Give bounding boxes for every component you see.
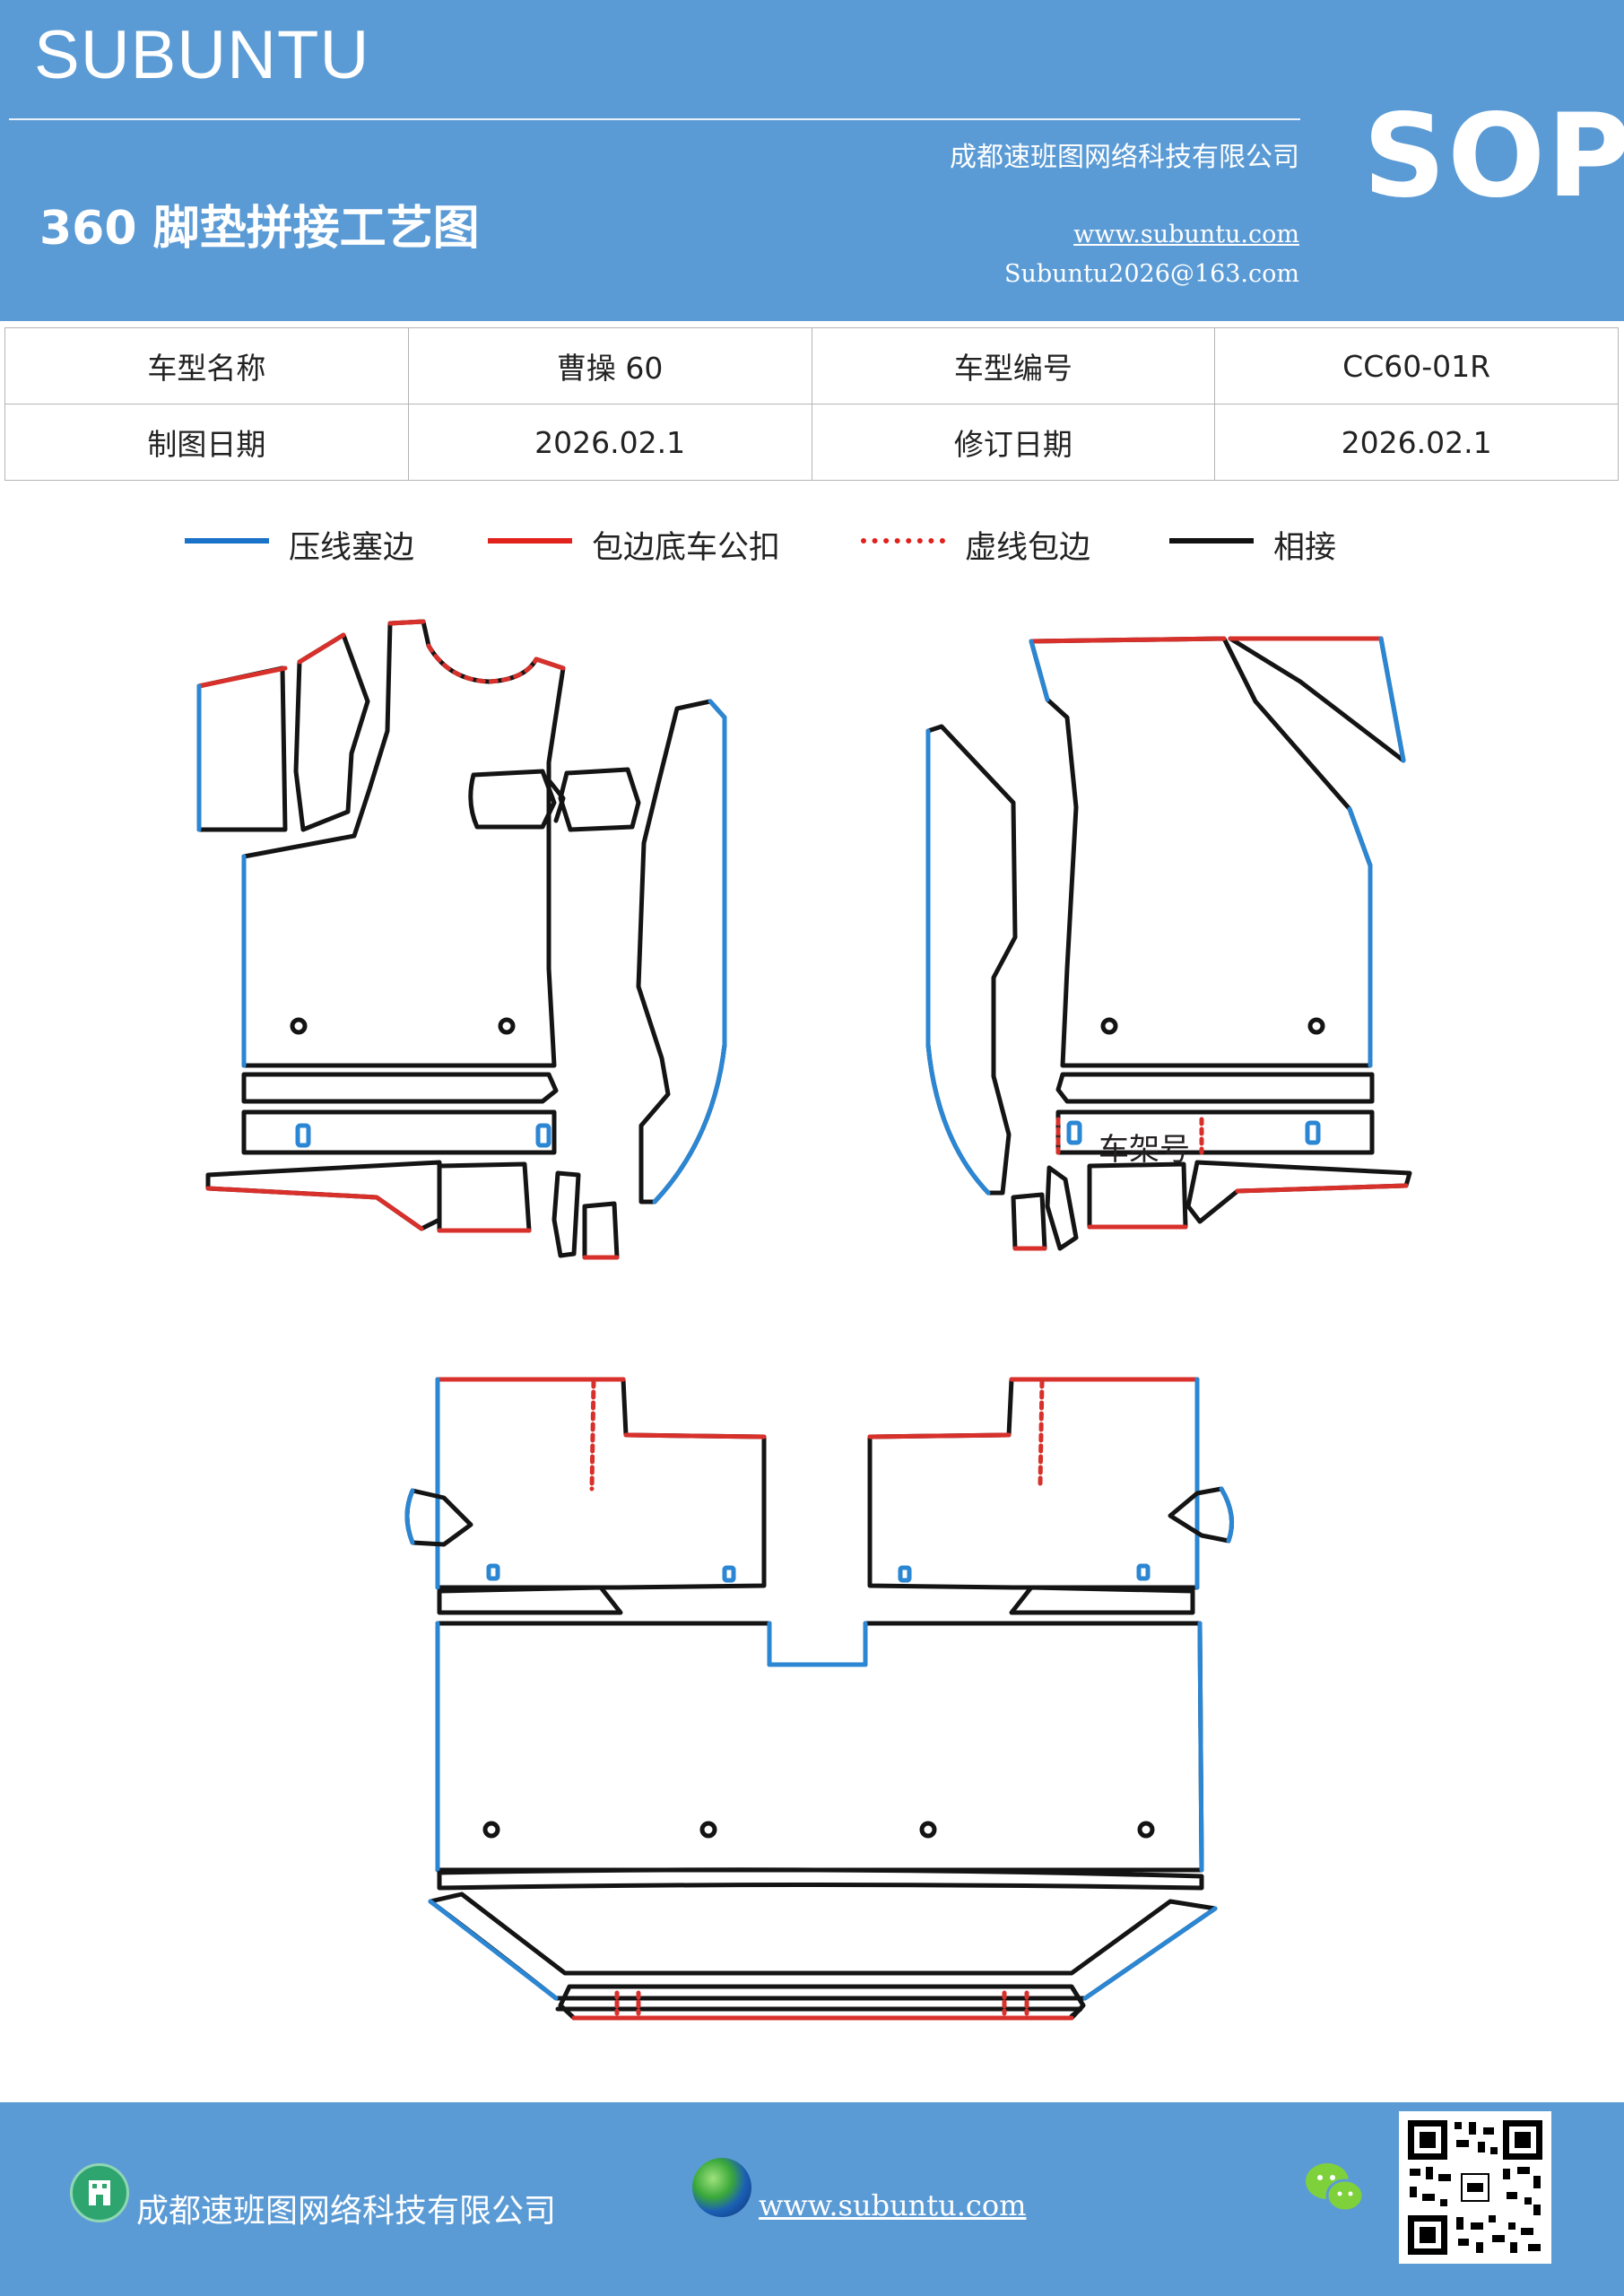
legend-swatch-red bbox=[488, 538, 572, 544]
legend-swatch-black bbox=[1169, 538, 1254, 544]
website-link[interactable]: www.subuntu.com bbox=[1073, 221, 1299, 248]
vehicle-info-table: 车型名称 曹操 60 车型编号 CC60-01R 制图日期 2026.02.1 … bbox=[4, 327, 1619, 481]
email-address: Subuntu2026@163.com bbox=[1004, 260, 1299, 288]
frame-number-label: 车架号 bbox=[1099, 1132, 1190, 1168]
sop-badge: SOP bbox=[1363, 90, 1624, 223]
footer-company-name: 成都速班图网络科技有限公司 bbox=[136, 2193, 557, 2230]
table-cell: 车型编号 bbox=[811, 327, 1216, 404]
legend-swatch-red-dotted bbox=[861, 538, 945, 544]
footer-website-link[interactable]: www.subuntu.com bbox=[759, 2188, 1027, 2222]
legend-label: 压线塞边 bbox=[289, 530, 415, 566]
front-right-mat bbox=[925, 636, 1412, 1251]
table-cell: 修订日期 bbox=[811, 404, 1216, 481]
header-divider bbox=[9, 118, 1300, 120]
footer-banner: 成都速班图网络科技有限公司 www.subuntu.com bbox=[0, 2102, 1624, 2296]
header-banner: SUBUNTU 360 脚垫拼接工艺图 成都速班图网络科技有限公司 www.su… bbox=[0, 0, 1624, 321]
table-row: 制图日期 2026.02.1 修订日期 2026.02.1 bbox=[4, 404, 1619, 481]
floor-mat-diagram: 车架号 bbox=[196, 619, 1412, 2021]
table-cell: 曹操 60 bbox=[407, 327, 812, 404]
page-title: 360 脚垫拼接工艺图 bbox=[39, 202, 480, 256]
legend-label: 相接 bbox=[1273, 530, 1337, 566]
legend-label: 虚线包边 bbox=[965, 530, 1091, 566]
legend-swatch-blue bbox=[185, 538, 269, 544]
globe-icon bbox=[692, 2158, 751, 2217]
company-name: 成都速班图网络科技有限公司 bbox=[950, 142, 1299, 173]
building-icon bbox=[70, 2163, 129, 2222]
wechat-icon[interactable] bbox=[1304, 2160, 1367, 2221]
brand-name: SUBUNTU bbox=[34, 17, 370, 93]
table-cell: 2026.02.1 bbox=[1214, 404, 1619, 481]
rear-mat bbox=[404, 1377, 1235, 2021]
front-left-mat bbox=[196, 619, 727, 1260]
table-cell: CC60-01R bbox=[1214, 327, 1619, 404]
qr-code[interactable] bbox=[1399, 2111, 1551, 2264]
table-cell: 车型名称 bbox=[4, 327, 409, 404]
table-cell: 2026.02.1 bbox=[407, 404, 812, 481]
table-row: 车型名称 曹操 60 车型编号 CC60-01R bbox=[4, 327, 1619, 404]
table-cell: 制图日期 bbox=[4, 404, 409, 481]
legend-label: 包边底车公扣 bbox=[592, 530, 781, 566]
